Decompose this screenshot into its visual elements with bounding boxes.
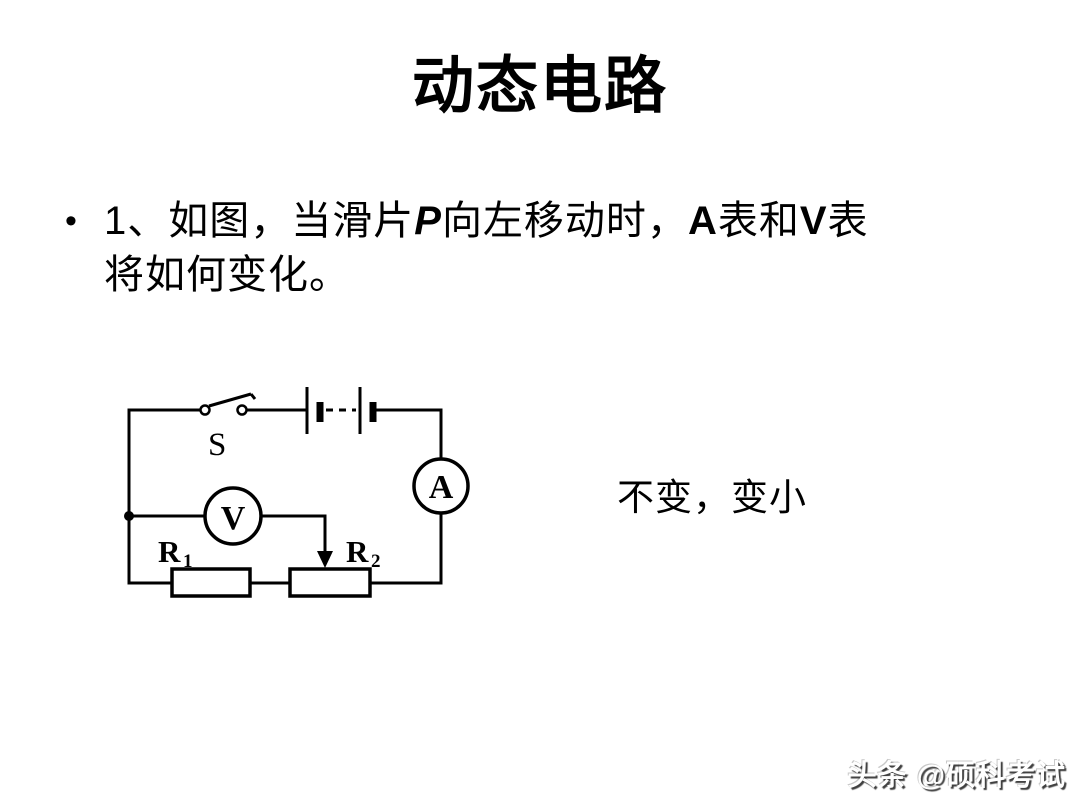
watermark: 头条 @硕科考试: [847, 760, 1066, 792]
junction-node: [124, 511, 134, 521]
r1-subscript: 1: [183, 551, 193, 572]
question-text: 1、如图，当滑片P向左移动时，A表和V表 将如何变化。: [104, 194, 1038, 302]
ammeter-ref-label: A: [687, 199, 718, 243]
rheostat-r2: [288, 567, 372, 598]
question-block: • 1、如图，当滑片P向左移动时，A表和V表 将如何变化。: [58, 194, 1038, 302]
question-line-2: 将如何变化。: [104, 253, 350, 297]
slider-arrow-icon: [317, 551, 333, 568]
voltmeter-icon: V: [203, 486, 263, 546]
voltmeter-letter: V: [221, 500, 246, 537]
question-segment: 向左移动时，: [441, 199, 688, 243]
question-segment: 表和: [717, 199, 800, 243]
circuit-diagram: S A V R 1 R 2: [124, 387, 470, 598]
r1-label: R: [158, 534, 181, 569]
voltmeter-ref-label: V: [799, 199, 828, 243]
ammeter-icon: A: [412, 457, 470, 515]
bullet-marker: •: [65, 202, 77, 240]
battery-icon: [305, 387, 377, 434]
question-line-1: 1、如图，当滑片P向左移动时，A表和V表: [104, 194, 1038, 248]
question-segment: 表: [827, 199, 869, 243]
resistor-r1: [170, 567, 252, 598]
switch-icon: [199, 392, 257, 416]
circuit-wires: [127, 408, 443, 585]
page-title: 动态电路: [411, 52, 668, 121]
r2-label: R: [346, 534, 369, 569]
slider-p-label: P: [414, 199, 442, 243]
question-segment: 1、如图，当滑片: [104, 199, 415, 243]
r2-subscript: 2: [371, 551, 381, 572]
switch-label: S: [208, 427, 226, 463]
answer-text: 不变，变小: [617, 477, 807, 518]
ammeter-letter: A: [429, 469, 454, 506]
